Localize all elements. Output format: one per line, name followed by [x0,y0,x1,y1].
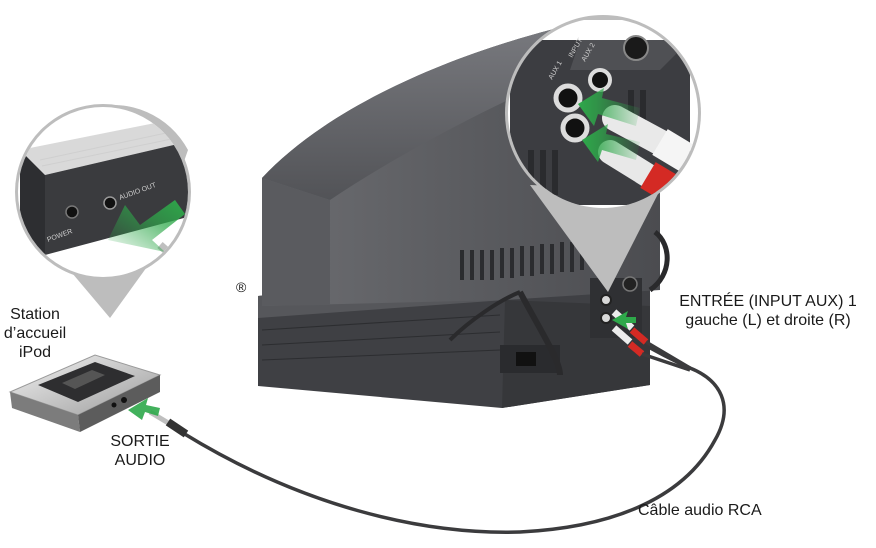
aux-callout: AUX 1 AUX 2 INPUT [505,15,701,292]
power-jack [65,205,79,219]
aux-in-label: ENTRÉE (INPUT AUX) 1 gauche (L) et droit… [664,292,872,330]
audio-out-label: SORTIE AUDIO [100,432,180,470]
ipod-dock [8,354,162,432]
insert-arrow-right-top [578,88,640,126]
aux-in-label-line-1: ENTRÉE (INPUT AUX) 1 [679,293,857,310]
mini-jack-plug [128,398,189,438]
rca-plugs-small [611,309,691,372]
aux1-l-jack [553,83,583,113]
dock-label-line-2: d’accueil [3,325,67,342]
aux2-l-jack [588,68,612,92]
audio-out-jack [103,196,117,210]
aux-in-label-line-2: gauche (L) et droite (R) [685,312,851,329]
cable-label: Câble audio RCA [638,502,762,519]
aux-jack-l [600,294,612,306]
insert-arrow-left [108,200,185,252]
aux1-r-jack [560,113,590,143]
audio-out-label-line-1: SORTIE [110,433,170,450]
audio-out-label-line-2: AUDIO [114,452,166,469]
dock-label-line-1: Station [10,306,60,323]
insert-arrow-right-bottom [582,124,640,162]
dock-callout: POWER AUDIO OUT [15,104,191,318]
aux-jack-r [600,312,612,324]
rca-cable [181,366,726,534]
registered-mark: ® [236,279,247,295]
dock-label-line-3: iPod [18,344,52,361]
dock-label: Station d’accueil iPod [2,305,68,362]
